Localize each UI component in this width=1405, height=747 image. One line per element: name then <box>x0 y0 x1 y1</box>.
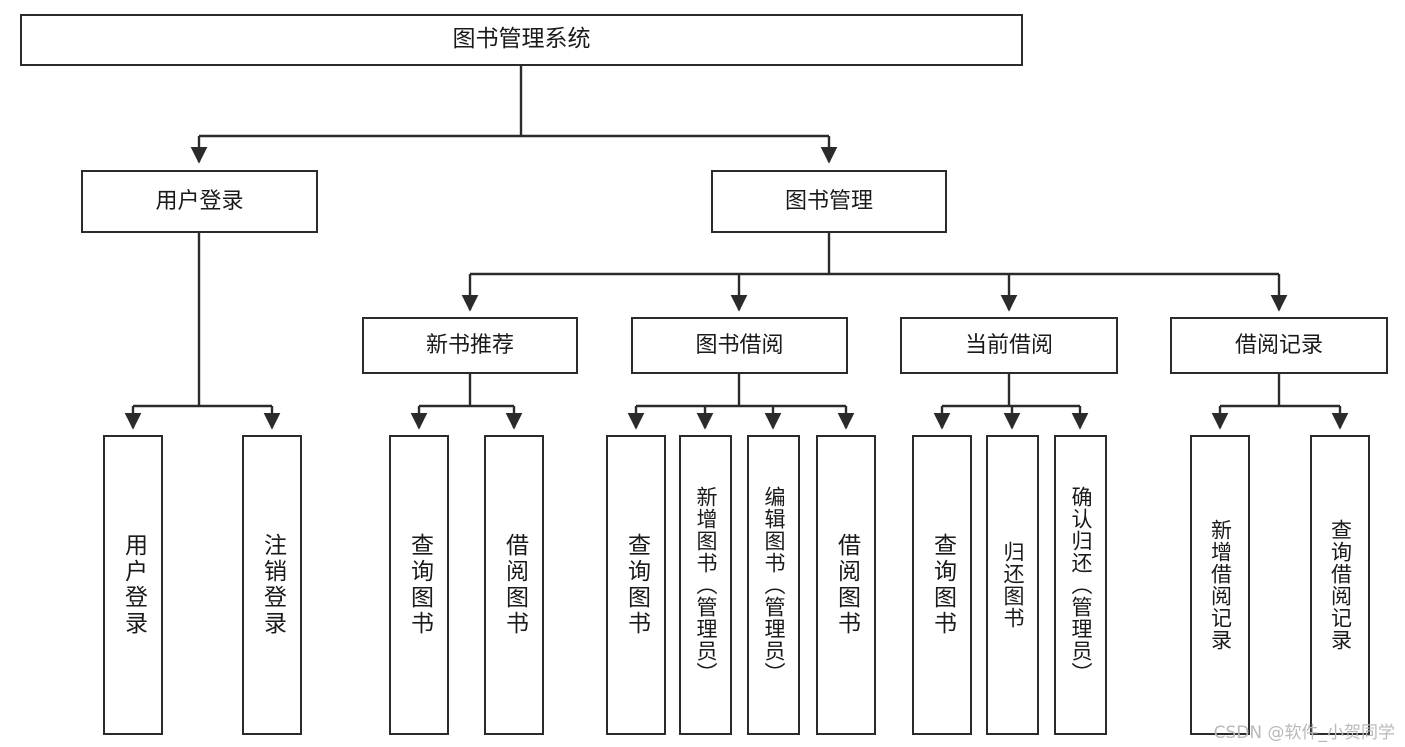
node-borrow-records[interactable]: 借阅记录 <box>1170 317 1388 374</box>
leaf-borrow-books-recommend[interactable]: 借阅图书 <box>484 435 544 735</box>
node-label: 图书借阅 <box>695 332 784 358</box>
leaf-query-books-borrow[interactable]: 查询图书 <box>606 435 666 735</box>
node-label: 编辑图书（管理员） <box>762 486 786 684</box>
leaf-query-books-current[interactable]: 查询图书 <box>912 435 972 735</box>
node-label: 确认归还（管理员） <box>1069 486 1093 684</box>
leaf-return-books[interactable]: 归还图书 <box>986 435 1039 735</box>
node-label: 查询图书 <box>929 533 956 637</box>
leaf-query-books-recommend[interactable]: 查询图书 <box>389 435 449 735</box>
node-label: 查询图书 <box>623 533 650 637</box>
node-label: 借阅记录 <box>1234 332 1323 358</box>
node-new-book-recommendation[interactable]: 新书推荐 <box>362 317 578 374</box>
node-label: 用户登录 <box>120 533 147 637</box>
node-label: 查询借阅记录 <box>1328 519 1353 651</box>
node-label: 新增图书（管理员） <box>694 486 718 684</box>
node-label: 新书推荐 <box>425 332 514 358</box>
node-label: 查询图书 <box>406 533 433 637</box>
node-book-borrow[interactable]: 图书借阅 <box>631 317 848 374</box>
node-label: 用户登录 <box>155 188 244 214</box>
node-label: 注销登录 <box>259 533 286 637</box>
node-label: 图书管理系统 <box>452 26 591 53</box>
node-label: 借阅图书 <box>833 533 860 637</box>
leaf-query-borrow-record[interactable]: 查询借阅记录 <box>1310 435 1370 735</box>
node-root-system[interactable]: 图书管理系统 <box>20 14 1023 66</box>
leaf-confirm-return-admin[interactable]: 确认归还（管理员） <box>1054 435 1107 735</box>
leaf-borrow-books[interactable]: 借阅图书 <box>816 435 876 735</box>
leaf-edit-book-admin[interactable]: 编辑图书（管理员） <box>747 435 800 735</box>
leaf-user-login[interactable]: 用户登录 <box>103 435 163 735</box>
node-label: 归还图书 <box>1001 541 1025 629</box>
leaf-logout[interactable]: 注销登录 <box>242 435 302 735</box>
leaf-add-borrow-record[interactable]: 新增借阅记录 <box>1190 435 1250 735</box>
leaf-add-book-admin[interactable]: 新增图书（管理员） <box>679 435 732 735</box>
node-label: 图书管理 <box>784 188 873 214</box>
node-label: 当前借阅 <box>964 332 1053 358</box>
node-user-login[interactable]: 用户登录 <box>81 170 318 233</box>
node-label: 新增借阅记录 <box>1208 519 1233 651</box>
node-book-management[interactable]: 图书管理 <box>711 170 947 233</box>
node-current-borrow[interactable]: 当前借阅 <box>900 317 1118 374</box>
watermark: CSDN @软件_小贺同学 <box>1213 723 1395 743</box>
node-label: 借阅图书 <box>501 533 528 637</box>
